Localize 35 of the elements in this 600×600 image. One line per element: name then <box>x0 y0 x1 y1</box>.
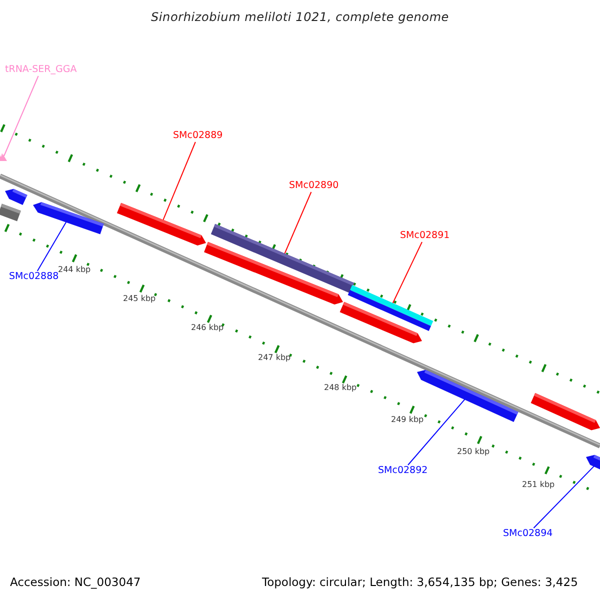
gene-bar <box>340 302 422 344</box>
gene-bar <box>0 154 7 161</box>
leader-line <box>533 466 594 528</box>
scale-label: 248 kbp <box>324 382 357 394</box>
footer-text: Accession: NC_003047 <box>10 576 141 588</box>
gene-bar <box>116 202 206 246</box>
scale-label: 250 kbp <box>457 446 490 458</box>
leader-line <box>162 142 196 221</box>
leader-line <box>392 242 422 304</box>
gene-bar <box>204 242 343 304</box>
gene-label: SMc02892 <box>378 465 428 476</box>
gene-bar <box>5 188 28 205</box>
scale-label: 244 kbp <box>58 264 91 276</box>
scale-label: 245 kbp <box>123 293 156 305</box>
gene-bar <box>348 285 434 331</box>
gene-label: tRNA-SER_GGA <box>5 64 77 75</box>
gene-bar <box>586 454 600 471</box>
scale-label: 247 kbp <box>258 352 291 364</box>
gene-bar <box>530 393 600 430</box>
leader-line <box>284 192 312 254</box>
gene-label: SMc02890 <box>289 180 339 191</box>
gene-label: SMc02891 <box>400 230 450 241</box>
gene-label: SMc02889 <box>173 130 223 141</box>
scale-label: 251 kbp <box>522 479 555 491</box>
title: Sinorhizobium meliloti 1021, complete genome <box>150 11 450 23</box>
leader-line <box>408 398 466 466</box>
gene-bar <box>0 204 21 222</box>
footer-text: Topology: circular; Length: 3,654,135 bp; Genes: 3,425 <box>262 576 578 588</box>
gene-bar <box>33 202 104 234</box>
leader-line <box>36 222 67 272</box>
gene-label: SMc02894 <box>503 528 553 539</box>
scale-label: 249 kbp <box>391 414 424 426</box>
leader-line <box>4 76 39 156</box>
scale-label: 246 kbp <box>191 322 224 334</box>
gene-label: SMc02888 <box>9 271 59 282</box>
